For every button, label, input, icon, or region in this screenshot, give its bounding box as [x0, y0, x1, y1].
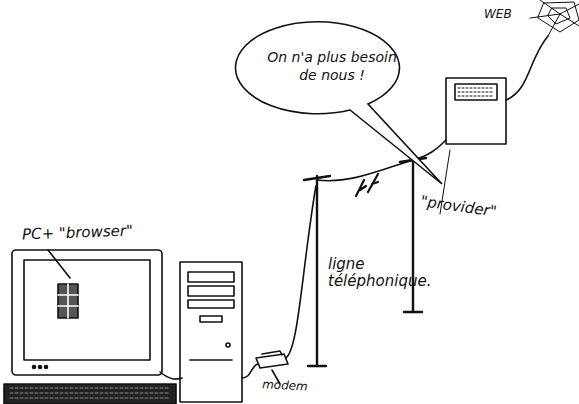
keyboard — [4, 384, 176, 404]
telephone-pole — [304, 176, 330, 366]
monitor — [12, 250, 162, 375]
provider-label: "provider" — [419, 193, 520, 224]
speech-bubble: On n'a plus besoin de nous ! — [248, 18, 416, 114]
telephone-wire — [317, 140, 446, 181]
bubble-shape — [235, 22, 442, 184]
birds — [356, 174, 378, 196]
spider-web — [530, 0, 579, 36]
provider-server — [446, 78, 506, 144]
cable — [242, 364, 258, 378]
cable — [160, 372, 182, 379]
modem-label: modem — [262, 378, 333, 395]
web-wire — [506, 36, 548, 100]
web-label: WEB — [484, 8, 534, 22]
pc-label: PC+ "browser" — [22, 222, 163, 244]
pc-tower — [180, 262, 242, 402]
bubble-text: On n'a plus besoin de nous ! — [266, 49, 398, 84]
line-label: ligne téléphonique. — [328, 256, 424, 291]
telephone-wire — [286, 186, 316, 358]
